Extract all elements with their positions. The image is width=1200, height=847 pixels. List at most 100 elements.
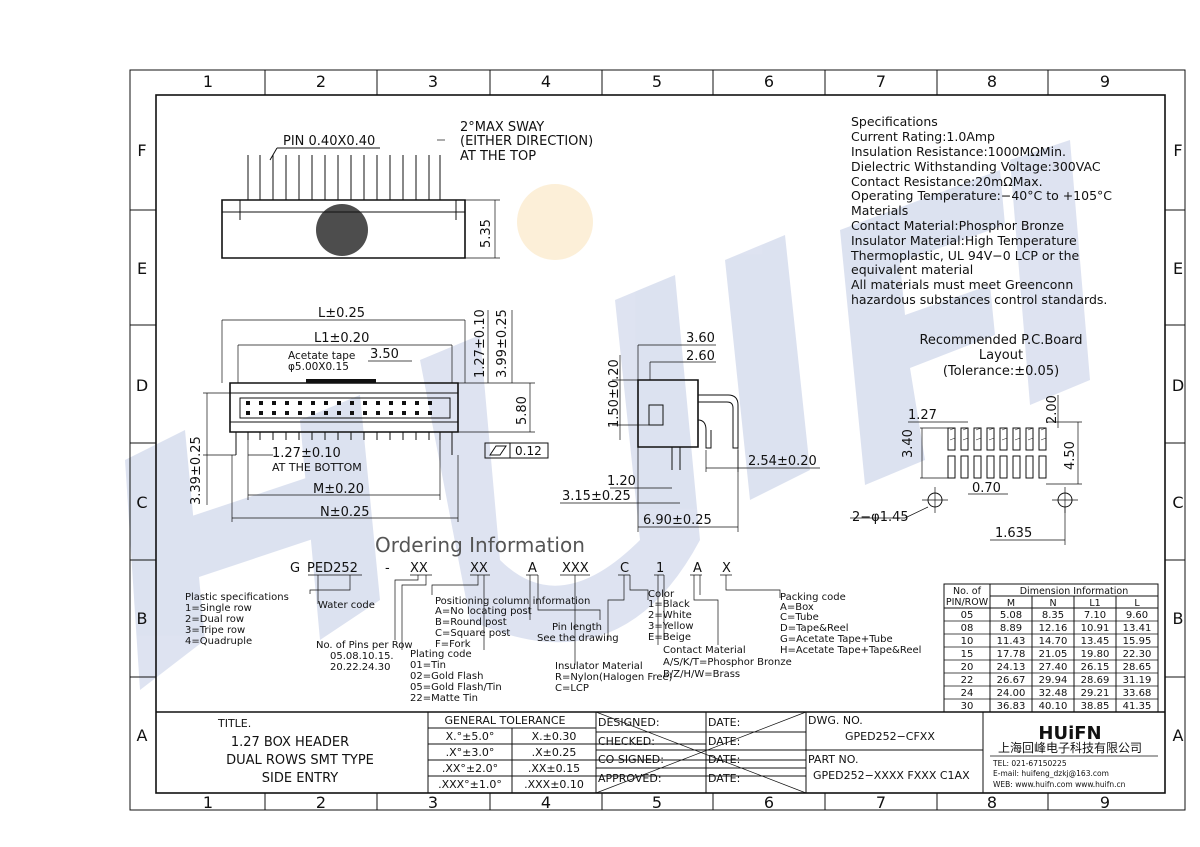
svg-text:05=Gold Flash/Tin: 05=Gold Flash/Tin <box>410 682 502 693</box>
table-cell: 40.10 <box>1039 701 1068 712</box>
col-label-4-bottom: 4 <box>541 793 551 812</box>
dim-1-50: 1.50±0.20 <box>607 359 622 428</box>
code-x: X <box>722 561 731 576</box>
table-cell: 31.19 <box>1123 675 1152 686</box>
sway-line-3: AT THE TOP <box>460 149 536 164</box>
code-a: A <box>528 561 537 576</box>
svg-text:C=Square post: C=Square post <box>435 628 510 639</box>
table-cell: 13.45 <box>1081 636 1110 647</box>
svg-text:DATE:: DATE: <box>708 716 740 729</box>
row-label-a: A <box>137 726 148 745</box>
table-cell: 22.30 <box>1123 649 1152 660</box>
svg-text:A=Box: A=Box <box>780 602 814 613</box>
dwg-no: GPED252−CFXX <box>845 730 935 743</box>
table-cell: 27.40 <box>1039 662 1068 673</box>
dim-5-80: 5.80 <box>515 396 530 425</box>
table-cell: 24.00 <box>997 688 1026 699</box>
code-xx-1: XX <box>410 561 428 576</box>
svg-text:See the drawing: See the drawing <box>537 633 619 644</box>
svg-text:H=Acetate Tape+Tape&Reel: H=Acetate Tape+Tape&Reel <box>780 645 921 656</box>
table-cell: 26.15 <box>1081 662 1110 673</box>
dimension-table: No. of PIN/ROW Dimension Information M N… <box>943 583 1159 713</box>
row-label-c: C <box>136 493 147 512</box>
flatness-value: 0.12 <box>515 444 542 458</box>
svg-text:.XX°±2.0°: .XX°±2.0° <box>442 762 498 775</box>
code-xxx: XXX <box>562 561 589 576</box>
svg-text:M: M <box>1007 598 1015 609</box>
pin-size-label: PIN 0.40X0.40 <box>283 134 375 149</box>
svg-text:DATE:: DATE: <box>708 753 740 766</box>
pcb-layout: Recommended P.C.Board Layout (Tolerance:… <box>850 333 1083 545</box>
table-cell: 36.83 <box>997 701 1026 712</box>
dim-2-60: 2.60 <box>686 349 715 364</box>
title-label: TITLE. <box>217 717 251 730</box>
svg-text:Plastic specifications: Plastic specifications <box>185 592 289 603</box>
svg-text:1=Black: 1=Black <box>648 599 690 610</box>
svg-text:3=Tripe row: 3=Tripe row <box>185 625 245 636</box>
svg-text:B/Z/H/W=Brass: B/Z/H/W=Brass <box>663 669 740 680</box>
table-cell: 28.69 <box>1081 675 1110 686</box>
svg-text:C=Tube: C=Tube <box>780 612 819 623</box>
ordering-title: Ordering Information <box>375 533 585 557</box>
svg-text:.X±0.25: .X±0.25 <box>532 746 577 759</box>
table-cell: 19.80 <box>1081 649 1110 660</box>
col-label-7: 7 <box>876 72 886 91</box>
svg-text:Color: Color <box>648 589 675 600</box>
code-g: G <box>290 561 300 576</box>
pcb-dim-1-27: 1.27 <box>908 408 937 423</box>
tolerance-header: GENERAL TOLERANCE <box>444 714 565 727</box>
company-logo: HUiFN <box>1038 723 1101 744</box>
svg-text:DESIGNED:: DESIGNED: <box>598 716 660 729</box>
svg-text:DATE:: DATE: <box>708 772 740 785</box>
dim-l1: L1±0.20 <box>314 331 369 346</box>
svg-text:1=Single row: 1=Single row <box>185 603 252 614</box>
company-web: WEB: www.huifn.com www.huifn.cn <box>993 780 1126 789</box>
svg-text:R=Nylon(Halogen Free): R=Nylon(Halogen Free) <box>555 672 673 683</box>
svg-text:.XXX°±1.0°: .XXX°±1.0° <box>438 778 502 791</box>
table-cell: 33.68 <box>1123 688 1152 699</box>
svg-text:Plating code: Plating code <box>410 649 472 660</box>
code-a-2: A <box>693 561 702 576</box>
col-label-1: 1 <box>203 72 213 91</box>
table-cell: 41.35 <box>1123 701 1152 712</box>
row-label-b: B <box>137 609 148 628</box>
svg-text:Insulation Resistance:1000MΩMi: Insulation Resistance:1000MΩMin. <box>851 144 1066 159</box>
pcb-title-2: Layout <box>979 348 1023 363</box>
svg-text:3=Yellow: 3=Yellow <box>648 621 694 632</box>
table-cell: 28.65 <box>1123 662 1152 673</box>
dim-3-15: 3.15±0.25 <box>562 489 631 504</box>
svg-text:A/S/K/T=Phosphor Bronze: A/S/K/T=Phosphor Bronze <box>663 657 792 668</box>
svg-text:F=Fork: F=Fork <box>435 639 471 650</box>
svg-text:L1: L1 <box>1089 598 1100 609</box>
svg-text:.XX±0.15: .XX±0.15 <box>528 762 580 775</box>
col-label-3: 3 <box>428 72 438 91</box>
svg-text:CHECKED:: CHECKED: <box>598 735 655 748</box>
watermark-logo <box>125 140 1090 690</box>
table-cell: 12.16 <box>1039 623 1068 634</box>
table-row-pins: 30 <box>961 701 974 712</box>
dim-1-20: 1.20 <box>607 474 636 489</box>
col-label-8-bottom: 8 <box>987 793 997 812</box>
table-cell: 15.95 <box>1123 636 1152 647</box>
table-cell: 17.78 <box>997 649 1026 660</box>
dim-3-50: 3.50 <box>370 347 399 362</box>
acetate-tape-size: φ5.00X0.15 <box>288 361 349 373</box>
dim-3-99: 3.99±0.25 <box>495 309 510 378</box>
pcb-dim-3-40: 3.40 <box>901 429 916 458</box>
table-cell: 38.85 <box>1081 701 1110 712</box>
code-ped252: PED252 <box>307 561 358 576</box>
svg-text:Water code: Water code <box>318 600 375 611</box>
svg-text:N: N <box>1049 598 1056 609</box>
svg-text:B=Round post: B=Round post <box>435 617 507 628</box>
top-view: PIN 0.40X0.40 2°MAX SWAY (EITHER DIRECTI… <box>221 120 593 259</box>
dim-l: L±0.25 <box>318 306 365 321</box>
svg-text:Current Rating:1.0Amp: Current Rating:1.0Amp <box>851 129 995 144</box>
acetate-tape-label: Acetate tape <box>288 350 355 362</box>
row-label-c-right: C <box>1172 493 1183 512</box>
svg-text:PIN/ROW: PIN/ROW <box>946 597 989 608</box>
company-tel: TEL: 021-67150225 <box>992 759 1067 768</box>
svg-text:D=Tape&Reel: D=Tape&Reel <box>780 623 849 634</box>
svg-text:Positioning column information: Positioning column information <box>435 596 590 607</box>
svg-text:No. of: No. of <box>953 586 982 597</box>
svg-text:Dielectric Withstanding Voltag: Dielectric Withstanding Voltage:300VAC <box>851 159 1101 174</box>
